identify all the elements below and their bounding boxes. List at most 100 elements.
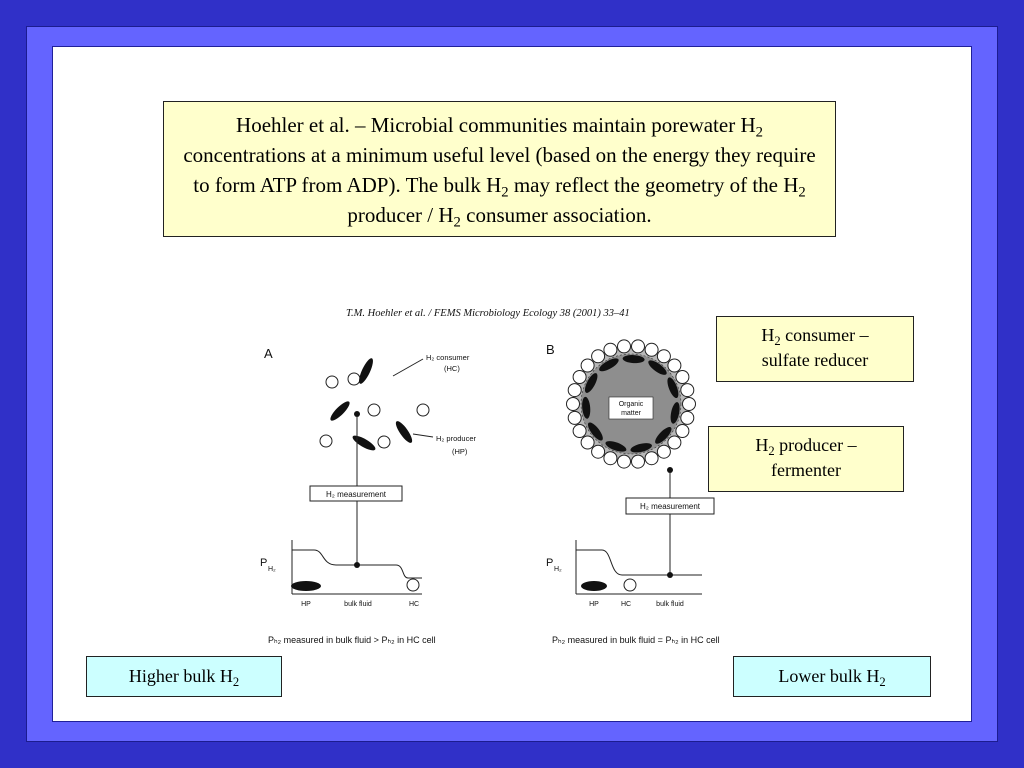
hc-cell: [572, 424, 587, 438]
hc-cell: [656, 444, 671, 459]
hc-cell: [675, 370, 690, 384]
hc-cell: [319, 434, 333, 448]
lower-bulk-sub: 2: [879, 674, 886, 689]
hc-cell: [367, 403, 381, 417]
axis-hp-cell-b: [581, 581, 607, 591]
hc-cell: [347, 372, 361, 386]
hp-cell: [599, 358, 619, 372]
hp-cell: [667, 377, 679, 399]
title-seg-2: concentrations at a minimum useful level…: [183, 143, 816, 197]
lower-bulk-text: Lower bulk H: [778, 666, 880, 686]
title-sub-5: 2: [798, 184, 806, 201]
hc-cell: [644, 342, 659, 357]
consumer-callout: H2 consumer – sulfate reducer: [716, 316, 914, 382]
consumer-prefix: H: [761, 325, 775, 345]
hc-cell: [377, 435, 391, 449]
hc-cell: [567, 383, 582, 398]
hoehler-figure: T.M. Hoehler et al. / FEMS Microbiology …: [260, 308, 720, 645]
panel-b-caption: Pₕ₂ measured in bulk fluid = Pₕ₂ in HC c…: [552, 635, 720, 645]
measurement-box: [309, 485, 403, 502]
pressure-axis-sub-b: H₂: [554, 566, 562, 573]
hp-cell: [670, 402, 680, 424]
producer-line2: fermenter: [771, 460, 841, 480]
hc-cell: [572, 370, 587, 384]
title-seg-8: consumer association.: [460, 203, 652, 227]
hp-cell: [582, 396, 591, 419]
hc-cell: [567, 410, 582, 425]
higher-bulk-label: Higher bulk H2: [86, 656, 282, 697]
hc-cell: [675, 424, 690, 438]
hc-cell: [591, 444, 606, 459]
title-seg-0: Hoehler et al. – Microbial communities m…: [236, 113, 756, 137]
hc-cell: [682, 397, 696, 411]
hp-cell: [648, 360, 667, 375]
higher-bulk-sub: 2: [232, 674, 240, 689]
probe-tip-dot-b: [667, 467, 673, 473]
hc-cell: [644, 451, 659, 466]
hp-cell: [584, 373, 598, 393]
pressure-axis-label-b: P: [546, 557, 553, 569]
hc-cell: [631, 454, 645, 469]
measurement-point-b: [667, 572, 673, 578]
lower-bulk-label: Lower bulk H2: [733, 656, 931, 697]
hc-cell: [580, 435, 595, 450]
figure-citation: T.M. Hoehler et al. / FEMS Microbiology …: [346, 308, 630, 319]
hc-cell: [617, 454, 631, 469]
hp-cell: [622, 355, 645, 364]
panel-a-producer-cells: [330, 358, 413, 451]
panel-b-letter: B: [546, 342, 555, 357]
organic-label-2: matter: [621, 410, 642, 417]
hp-leader-line: [412, 433, 434, 438]
hp-cell: [359, 358, 373, 384]
pressure-axis-label: P: [260, 557, 267, 569]
hc-label: H₂ consumer: [426, 353, 470, 362]
pressure-axis-sub: H₂: [268, 566, 276, 573]
hp-label: H₂ producer: [436, 434, 477, 443]
title-seg-6: producer / H: [347, 203, 454, 227]
pressure-profile-a: [292, 549, 422, 579]
hc-cell: [631, 339, 645, 354]
x-label-bulk-b: bulk fluid: [656, 601, 684, 608]
hc-cell: [680, 383, 695, 398]
hc-cell: [680, 410, 695, 425]
panel-a: A H₂ consumer (HC) H₂ producer (HP) H₂ m…: [260, 346, 477, 645]
hc-cell: [591, 349, 606, 364]
hp-cell: [630, 443, 652, 453]
pressure-profile-b: [576, 549, 702, 576]
measurement-point: [354, 562, 360, 568]
panel-a-consumer-cells: [319, 372, 430, 449]
higher-bulk-text: Higher bulk H: [128, 666, 233, 686]
producer-sub: 2: [768, 443, 775, 458]
hc-abbr: (HC): [444, 364, 460, 373]
x-label-hc-b: HC: [621, 601, 631, 608]
consumer-sub: 2: [774, 333, 781, 348]
hc-cell: [566, 397, 580, 411]
panel-b: B Organic matter H₂ measurement P H₂ HP …: [546, 339, 720, 645]
title-textbox: Hoehler et al. – Microbial communities m…: [163, 101, 836, 237]
x-label-hp: HP: [301, 601, 311, 608]
x-label-bulk: bulk fluid: [344, 601, 372, 608]
hp-cell: [655, 427, 672, 444]
hp-cell: [352, 435, 376, 451]
title-sub-3: 2: [501, 184, 509, 201]
probe-tip-dot: [354, 411, 360, 417]
hp-cell: [605, 441, 627, 452]
hp-abbr: (HP): [452, 447, 468, 456]
hc-cell: [667, 435, 682, 450]
producer-prefix: H: [755, 435, 769, 455]
hc-cell: [603, 451, 618, 466]
hc-cell: [667, 358, 682, 373]
title-sub-7: 2: [453, 214, 461, 231]
x-label-hc: HC: [409, 601, 419, 608]
axis-hc-cell-b: [623, 578, 637, 592]
hp-cell: [395, 421, 413, 443]
aggregate-cell-ring: [566, 339, 696, 469]
consumer-rest: consumer –: [780, 325, 869, 345]
panel-a-caption: Pₕ₂ measured in bulk fluid > Pₕ₂ in HC c…: [268, 635, 436, 645]
measurement-label: H₂ measurement: [326, 490, 387, 499]
hp-cell: [587, 422, 603, 441]
organic-matter-box: [608, 396, 654, 420]
consumer-line2: sulfate reducer: [761, 350, 869, 370]
hc-leader-line: [392, 358, 424, 377]
organic-label-1: Organic: [619, 401, 644, 408]
